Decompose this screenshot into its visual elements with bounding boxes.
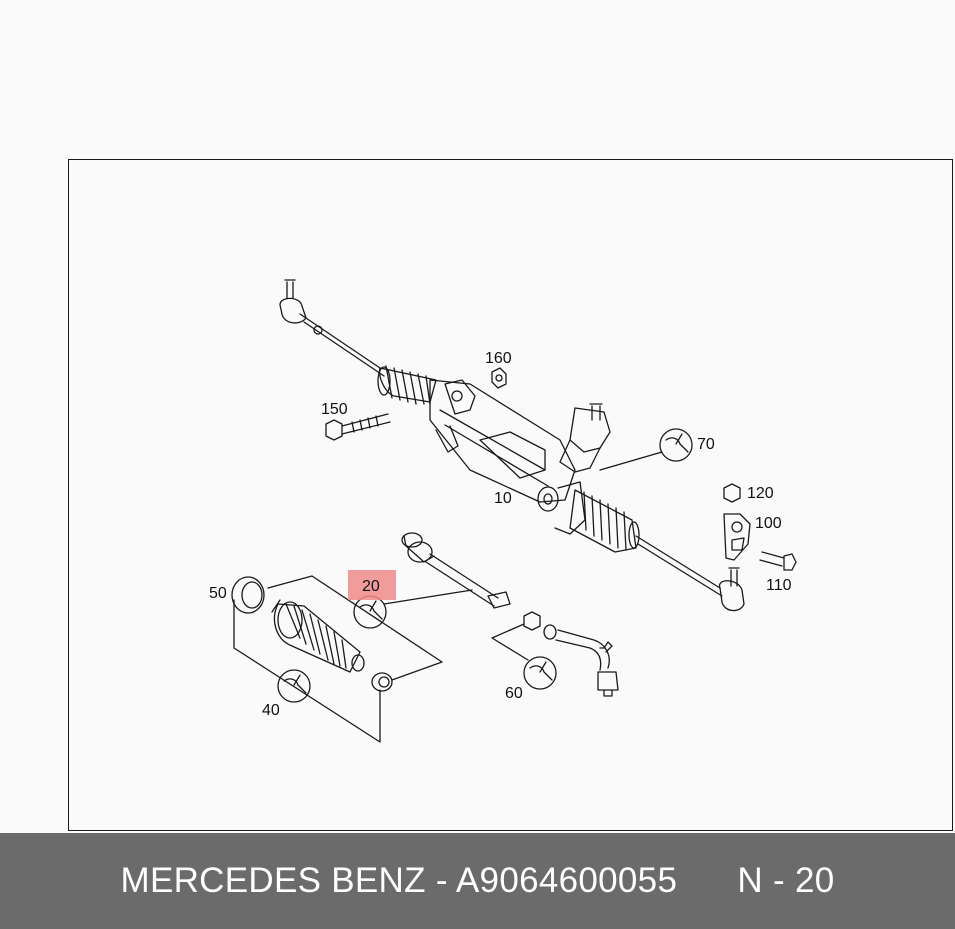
diagram-frame bbox=[68, 159, 953, 831]
callout-20: 20 bbox=[362, 578, 380, 595]
wrench-torque-icon-70 bbox=[659, 428, 693, 462]
callout-160: 160 bbox=[485, 350, 512, 367]
clamp-50 bbox=[231, 576, 265, 614]
part-number: A9064600055 bbox=[455, 861, 678, 900]
footer-caption: MERCEDES BENZ - A9064600055 N - 20 bbox=[120, 861, 834, 901]
highlight-box-20 bbox=[348, 570, 396, 600]
callout-120: 120 bbox=[747, 485, 774, 502]
position-label: N - 20 bbox=[737, 861, 835, 900]
callout-150: 150 bbox=[321, 401, 348, 418]
callout-110: 110 bbox=[766, 577, 792, 594]
footer-bar: MERCEDES BENZ - A9064600055 N - 20 bbox=[0, 833, 955, 929]
bolt-150 bbox=[325, 413, 391, 441]
nut-160 bbox=[491, 367, 507, 389]
nut-120 bbox=[723, 483, 741, 503]
brand-name: MERCEDES BENZ bbox=[120, 861, 426, 900]
steering-boot bbox=[273, 601, 365, 673]
callout-60: 60 bbox=[505, 685, 523, 702]
bracket-100 bbox=[723, 513, 751, 561]
callout-70: 70 bbox=[697, 436, 715, 453]
wrench-torque-icon-40 bbox=[277, 669, 311, 703]
clamp-small bbox=[371, 672, 393, 692]
caption-separator: - bbox=[425, 861, 456, 900]
bolt-110 bbox=[759, 551, 797, 571]
callout-100: 100 bbox=[755, 515, 782, 532]
callout-40: 40 bbox=[262, 702, 280, 719]
steering-rack-assembly bbox=[279, 279, 745, 612]
parts-diagram: 10 20 40 50 60 70 100 110 120 150 160 bbox=[209, 279, 797, 743]
inner-tie-rod bbox=[401, 532, 511, 609]
callout-10: 10 bbox=[494, 490, 512, 507]
wrench-torque-icon-60 bbox=[523, 656, 557, 690]
wrench-torque-icon-20 bbox=[353, 595, 387, 629]
outer-tie-rod-end bbox=[523, 611, 619, 697]
callout-50: 50 bbox=[209, 585, 227, 602]
